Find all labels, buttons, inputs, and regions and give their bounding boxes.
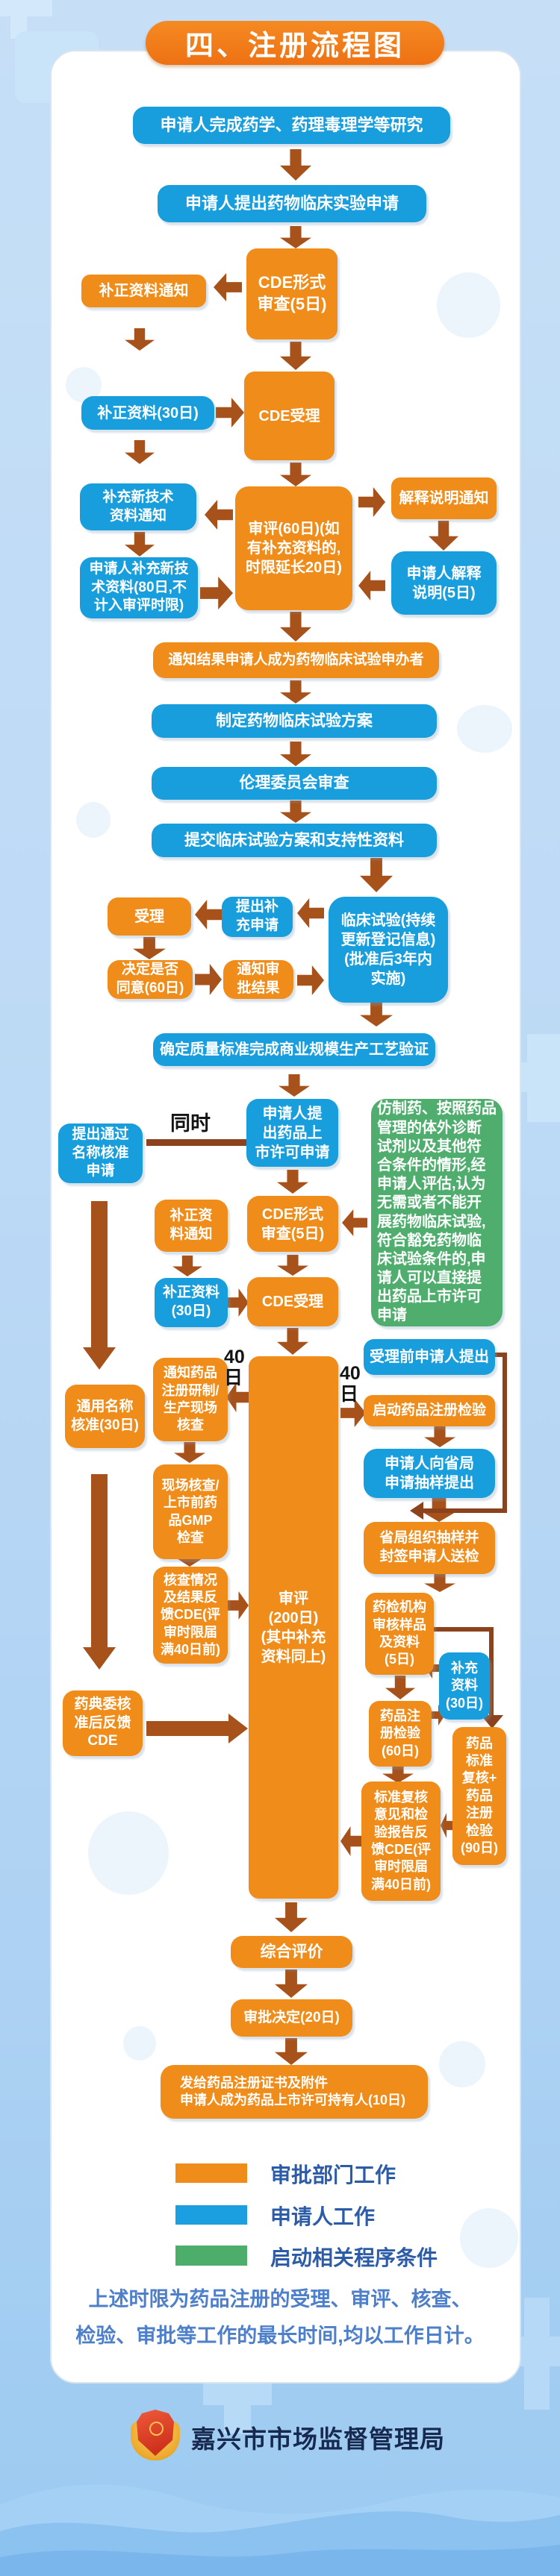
box-review-200d: 审评 (200日) (其中补充 资料同上) [249, 1356, 338, 1899]
connector-simultaneous [146, 1139, 246, 1146]
box-applicant-supplement-tech: 申请人补充新技 术资料(80日,不 计入审评时限) [80, 557, 198, 618]
legend-label-condition: 启动相关程序条件 [270, 2246, 438, 2269]
box-generic-name-approval: 通用名称 核准(30日) [65, 1385, 145, 1448]
box-cde-format-review-1: CDE形式 审查(5日) [246, 248, 337, 339]
box-clinical-trial: 临床试验(持续 更新登记信息) (批准后3年内 实施) [329, 897, 448, 1003]
box-province-sampling: 省局组织抽样并 封签申请人送检 [364, 1522, 495, 1574]
connector-vertical-stem [91, 1474, 108, 1649]
arrow-down-icon [83, 1647, 116, 1670]
box-notify-result: 通知结果申请人成为药物临床试验申办者 [153, 642, 439, 678]
decor-circle [460, 2208, 518, 2268]
box-standard-feedback: 标准复核 意见和检 验报告反 馈CDE(评 审时限届 满40日前) [361, 1781, 441, 1901]
arrow-right-icon [228, 1714, 248, 1743]
connector-horizontal-stem [146, 1721, 228, 1736]
box-draft-protocol: 制定药物临床试验方案 [152, 704, 437, 738]
box-cde-acceptance-1: CDE受理 [244, 372, 335, 460]
decor-circle [437, 272, 500, 338]
connector-bracket [423, 1508, 507, 1513]
box-comprehensive-evaluation: 综合评价 [231, 1936, 352, 1968]
arrow-down-icon [481, 1715, 503, 1729]
label-simultaneous: 同时 [170, 1112, 211, 1135]
box-notify-site-inspection: 通知药品 注册研制/ 生产现场 核查 [153, 1358, 228, 1441]
decor-circle [457, 705, 512, 753]
box-apply-sampling: 申请人向省局 申请抽样提出 [364, 1449, 495, 1498]
box-site-inspection-gmp: 现场核查/ 上市前药 品GMP 检查 [153, 1464, 228, 1559]
box-supplement-tech-notice: 补充新技术 资料通知 [80, 483, 196, 530]
box-pharmacopoeia-feedback: 药典委核 准后反馈 CDE [63, 1690, 143, 1756]
decor-waves [0, 2484, 560, 2576]
box-acceptance: 受理 [108, 897, 191, 936]
box-quality-standard: 确定质量标准完成商业规模生产工艺验证 [153, 1033, 435, 1066]
arrow-left-icon [410, 1502, 423, 1520]
connector-bracket [495, 1353, 507, 1357]
legend-swatch-applicant [175, 2205, 247, 2225]
box-notify-approval-result: 通知审 批结果 [223, 960, 293, 999]
box-ethics-review: 伦理委员会审查 [152, 767, 437, 800]
box-standard-review-90d: 药品 标准 复核+ 药品 注册 检验 (90日) [452, 1727, 506, 1865]
legend-swatch-approval [175, 2163, 247, 2183]
decor-plus [10, 0, 27, 39]
decor-circle [123, 2026, 156, 2061]
box-test-agency-review: 药检机构 审核样品 及资料 (5日) [365, 1593, 434, 1675]
box-pre-acceptance-request: 受理前申请人提出 [364, 1339, 495, 1375]
box-approval-decision: 审批决定(20日) [231, 1999, 352, 2037]
agency-name: 嘉兴市市场监督管理局 [191, 2425, 445, 2453]
box-correction-notice-2: 补正资 料通知 [155, 1200, 228, 1252]
box-clinical-trial-application: 申请人提出药物临床实验申请 [158, 185, 426, 222]
box-registration-test-60d: 药品注 册检验 (60日) [369, 1701, 432, 1767]
box-start-registration-test: 启动药品注册检验 [364, 1395, 495, 1426]
legend-label-applicant: 申请人工作 [270, 2205, 376, 2228]
label-40-days-left: 40 日 [224, 1347, 245, 1388]
label-40-days-right: 40 日 [340, 1363, 361, 1405]
decor-plus [514, 1062, 560, 1092]
box-correction-materials-1: 补正资料(30日) [81, 396, 214, 430]
box-applicant-research: 申请人完成药学、药理毒理学等研究 [133, 107, 450, 144]
agency-emblem-icon [131, 2408, 180, 2463]
box-issue-certificate: 发给药品注册证书及附件 申请人成为药品上市许可持有人(10日) [161, 2065, 428, 2119]
box-name-approval-application: 提出通过 名称核准 申请 [58, 1124, 143, 1183]
box-exemption-condition: 仿制药、按照药品 管理的体外诊断 试剂以及其他符 合条件的情形,经 申请人评估,… [371, 1099, 503, 1326]
box-submit-protocol: 提交临床试验方案和支持性资料 [152, 824, 437, 857]
box-cde-acceptance-2: CDE受理 [247, 1277, 338, 1326]
box-correction-materials-2: 补正资料 (30日) [155, 1278, 228, 1327]
connector-vertical-stem [91, 1201, 108, 1349]
decor-circle [88, 1811, 169, 1895]
page-title: 四、注册流程图 [146, 21, 444, 65]
arrow-down-icon [83, 1347, 116, 1370]
connector-elbow [434, 1627, 494, 1632]
box-correction-notice-1: 补正资料通知 [81, 275, 206, 307]
box-supplement-materials: 补充 资料 (30日) [439, 1652, 490, 1720]
box-applicant-explain: 申请人解释 说明(5日) [391, 551, 497, 615]
time-limit-note: 上述时限为药品注册的受理、审评、核查、 检验、审批等工作的最长时间,均以工作日计… [75, 2288, 485, 2347]
box-inspection-feedback: 核查情况 及结果反 馈CDE(评 审时限届 满40日前) [153, 1567, 228, 1664]
legend-label-approval: 审批部门工作 [270, 2163, 396, 2187]
box-cde-format-review-2: CDE形式 审查(5日) [247, 1196, 338, 1252]
box-review-60d: 审评(60日)(如 有补充资料的, 时限延长20日) [235, 486, 352, 610]
box-supplement-application: 提出补 充申请 [222, 897, 293, 937]
emblem-ring [149, 2422, 164, 2436]
box-explain-notice: 解释说明通知 [391, 477, 497, 519]
connector-elbow [489, 1627, 494, 1717]
box-decision-60d: 决定是否 同意(60日) [108, 960, 193, 999]
connector-bracket [503, 1353, 507, 1511]
legend-swatch-condition [175, 2246, 247, 2266]
box-submit-marketing-application: 申请人提 出药品上 市许可申请 [246, 1099, 338, 1167]
decor-circle [439, 2041, 485, 2087]
decor-circle [76, 802, 111, 838]
